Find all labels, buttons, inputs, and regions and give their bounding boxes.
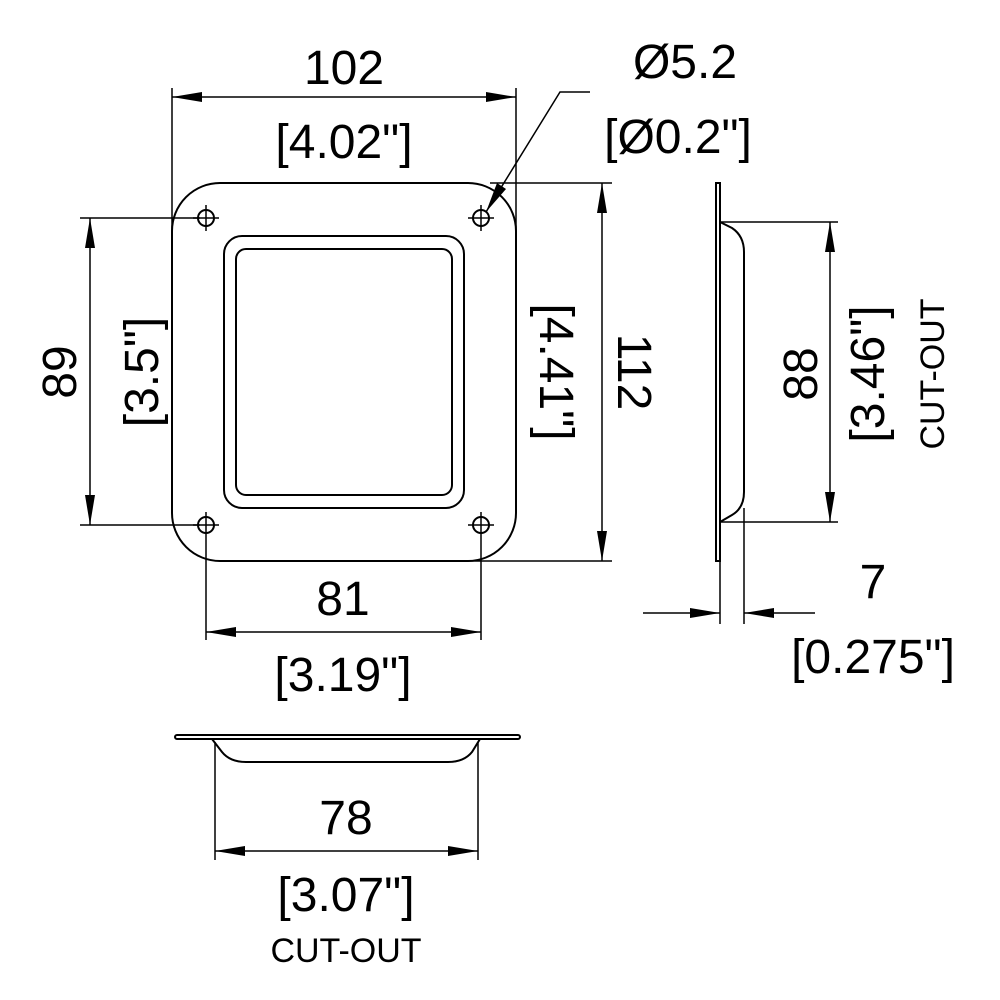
hole-spacing-h-mm-label: 81: [316, 573, 369, 626]
bottom-cutout-caption: CUT-OUT: [270, 932, 421, 970]
bottom-cutout-in-label: [3.07"]: [277, 869, 414, 922]
bottom-cutout-mm-label: 78: [319, 792, 372, 845]
hole-spacing-horizontal-line: [206, 627, 481, 637]
recess-inner: [235, 248, 453, 496]
mounting-hole-bottom-right: [468, 512, 494, 640]
width-mm-label: 102: [304, 42, 384, 95]
hole-diameter-leader: [485, 91, 590, 213]
side-cutout-caption: CUT-OUT: [914, 298, 952, 449]
depth-in-label: [0.275"]: [791, 631, 955, 684]
bottom-flange: [174, 734, 521, 740]
height-in-label: [4.41"]: [529, 303, 582, 440]
side-cutout-in-label: [3.46"]: [842, 305, 895, 442]
side-view: [643, 182, 838, 624]
hole-spacing-v-in-label: [3.5"]: [116, 317, 169, 427]
width-dimension-line: [172, 92, 516, 102]
height-mm-label: 112: [607, 334, 660, 411]
side-recess-profile: [719, 221, 745, 523]
hole-dia-in-label: [Ø0.2"]: [604, 111, 752, 164]
side-cutout-dimension-line: [825, 222, 835, 522]
hole-spacing-v-mm-label: 89: [34, 345, 87, 398]
side-cutout-mm-label: 88: [775, 347, 828, 400]
hole-spacing-vertical-line: [85, 218, 95, 525]
depth-dimension-arrows: [643, 608, 815, 618]
front-view: [80, 88, 612, 640]
depth-mm-label: 7: [860, 556, 887, 609]
hole-dia-mm-label: Ø5.2: [633, 36, 737, 89]
side-flange: [715, 182, 721, 562]
hole-spacing-h-in-label: [3.19"]: [274, 649, 411, 702]
bottom-recess-profile: [211, 738, 481, 763]
plate-outline: [171, 182, 517, 562]
height-dimension-line: [597, 183, 607, 561]
bottom-cutout-dimension-line: [215, 846, 478, 856]
bottom-view: [174, 734, 521, 860]
mounting-hole-bottom-left: [193, 512, 219, 640]
width-in-label: [4.02"]: [275, 116, 412, 169]
recess-outer: [223, 235, 465, 509]
mounting-hole-top-right: [468, 205, 494, 231]
